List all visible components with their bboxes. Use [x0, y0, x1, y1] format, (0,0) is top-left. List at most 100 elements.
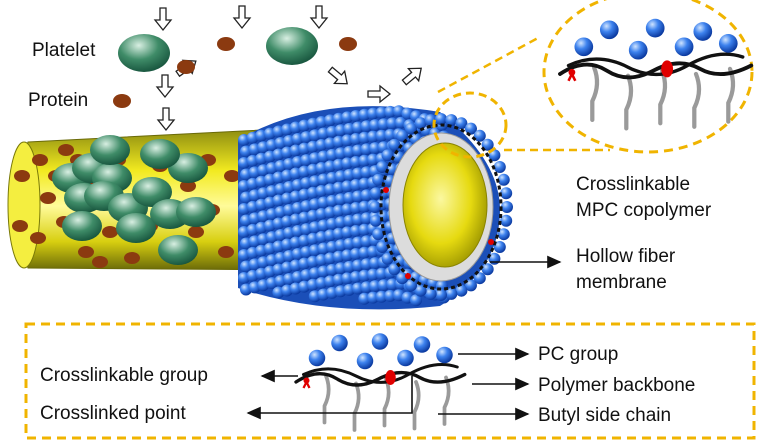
pc-sphere — [396, 129, 409, 142]
pc-sphere — [372, 173, 385, 186]
pc-sphere — [481, 138, 494, 151]
butyl-side-chain — [726, 66, 736, 124]
pc-sphere — [473, 272, 486, 285]
pc-group-sphere — [674, 37, 694, 57]
pc-sphere-array — [238, 105, 513, 307]
flow-arrow — [401, 67, 422, 86]
protein-particle — [14, 170, 30, 182]
butyl-side-chain — [590, 65, 600, 123]
pc-sphere — [481, 263, 494, 276]
pc-sphere — [375, 129, 388, 142]
pc-sphere — [500, 187, 513, 200]
pc-sphere — [376, 240, 389, 253]
butyl-side-chain — [412, 380, 421, 431]
copolymer-label-line1: Crosslinkable — [576, 174, 690, 195]
pc-sphere — [445, 114, 458, 127]
pc-sphere — [405, 122, 418, 135]
platelet-label: Platelet — [32, 40, 96, 61]
pc-sphere — [464, 122, 477, 135]
protein-particle — [30, 232, 46, 244]
polymer-backbone — [558, 61, 754, 80]
fiber-cross-section — [379, 123, 503, 291]
pc-group-sphere — [599, 20, 619, 40]
free-proteins — [113, 37, 357, 108]
platelet-particle — [90, 135, 130, 165]
butyl-side-chain — [624, 73, 634, 131]
legend-crosslinked-point: Crosslinked point — [40, 403, 186, 424]
membrane-label-line2: membrane — [576, 272, 667, 293]
pc-sphere — [435, 113, 447, 125]
flow-arrow — [156, 107, 176, 132]
pc-group-sphere — [331, 334, 348, 352]
legend-pc-group: PC group — [538, 344, 618, 365]
protein-particle — [188, 226, 204, 238]
platelet-particle — [132, 177, 172, 207]
platelet-particle — [176, 197, 216, 227]
crosslink-point-red — [383, 187, 389, 193]
pc-group-sphere — [308, 349, 326, 367]
membrane-label-line1: Hollow fiber — [576, 246, 676, 267]
pc-group-sphere — [397, 349, 414, 367]
pc-group-sphere — [356, 352, 374, 370]
legend-butyl-side-chain: Butyl side chain — [538, 405, 671, 426]
crosslinked-point — [661, 60, 674, 78]
polymer-backbone — [302, 363, 459, 384]
tube-platelets — [52, 135, 216, 265]
protein-particle — [32, 154, 48, 166]
pc-sphere — [445, 287, 458, 300]
legend-polymer-detail — [294, 333, 467, 432]
callout-polymer-detail — [558, 18, 754, 131]
flow-arrow — [309, 5, 329, 30]
crosslink-point-red — [405, 273, 411, 279]
pc-sphere — [375, 290, 388, 303]
pc-sphere — [388, 138, 401, 151]
crosslinkable-group — [568, 68, 576, 76]
legend-box: Crosslinkable group Crosslinked point PC… — [24, 322, 756, 440]
pc-sphere — [424, 287, 437, 300]
pc-sphere — [375, 267, 388, 280]
platelet-particle — [140, 139, 180, 169]
pc-sphere — [414, 284, 427, 297]
flow-arrow — [367, 84, 392, 104]
pc-sphere — [464, 279, 477, 292]
legend-crosslinkable-group: Crosslinkable group — [40, 365, 208, 386]
pc-sphere — [497, 228, 510, 241]
pc-sphere — [369, 187, 382, 200]
crosslinked-point — [385, 370, 396, 385]
flow-arrow — [327, 66, 348, 85]
pc-sphere — [388, 263, 401, 276]
pc-sphere — [386, 278, 399, 291]
crosslink-point-red — [488, 239, 494, 245]
polymer-backbone — [294, 370, 467, 387]
pc-sphere — [376, 161, 389, 174]
protein-particle — [180, 180, 196, 192]
flow-arrow — [153, 7, 173, 32]
pc-sphere — [381, 252, 394, 265]
zoom-ellipse — [542, 0, 754, 154]
pc-sphere — [384, 128, 397, 141]
butyl-side-chain — [352, 381, 361, 432]
platelet-particle — [158, 235, 198, 265]
pc-sphere — [414, 117, 427, 130]
legend-polymer-backbone: Polymer backbone — [538, 375, 695, 396]
flow-arrow — [232, 5, 252, 30]
protein-particle — [92, 256, 108, 268]
protein-particle — [113, 94, 131, 108]
pc-sphere — [375, 106, 388, 119]
pc-sphere — [455, 284, 468, 297]
protein-particle — [218, 246, 234, 258]
pc-sphere — [369, 201, 381, 213]
pc-sphere — [377, 118, 390, 131]
pc-sphere — [493, 161, 506, 174]
pc-group-sphere — [645, 18, 665, 38]
pc-sphere — [372, 228, 385, 241]
platelet-particle — [62, 211, 102, 241]
pc-sphere — [384, 289, 397, 302]
pc-sphere — [473, 129, 486, 142]
platelet-particle — [116, 213, 156, 243]
butyl-side-chain — [658, 68, 668, 126]
pc-sphere — [381, 149, 394, 162]
protein-particle — [102, 226, 118, 238]
pc-group-sphere — [718, 34, 738, 53]
